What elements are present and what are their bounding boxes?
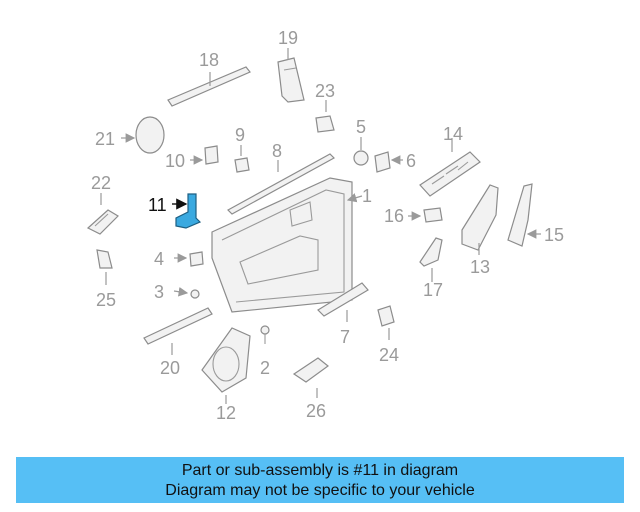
label-16: 16 — [384, 206, 404, 226]
label-18: 18 — [199, 50, 219, 70]
part-25-bracket[interactable]: 25 — [96, 249, 116, 310]
label-22: 22 — [91, 173, 111, 193]
label-20: 20 — [160, 358, 180, 378]
part-4-clip[interactable]: 4 — [154, 249, 204, 269]
label-3: 3 — [154, 282, 164, 302]
part-19-corner-bracket[interactable]: 19 — [277, 28, 305, 103]
label-1: 1 — [362, 186, 372, 206]
label-5: 5 — [356, 117, 366, 137]
label-6: 6 — [406, 151, 416, 171]
part-22-pull-handle[interactable]: 22 — [86, 173, 119, 235]
part-5-knob[interactable]: 5 — [353, 117, 369, 166]
label-17: 17 — [423, 280, 443, 300]
part-24-bracket[interactable]: 24 — [377, 305, 399, 365]
label-9: 9 — [235, 125, 245, 145]
label-21: 21 — [95, 129, 115, 149]
part-3-screw[interactable]: 3 — [154, 282, 200, 302]
part-18-trim-strip[interactable]: 18 — [167, 50, 251, 107]
label-12: 12 — [216, 403, 236, 423]
label-19: 19 — [278, 28, 298, 48]
part-17-cover[interactable]: 17 — [419, 237, 443, 300]
label-11: 11 — [148, 195, 167, 215]
part-26-bracket[interactable]: 26 — [292, 357, 329, 421]
part-20-sill-strip[interactable]: 20 — [143, 307, 213, 378]
part-6-bracket[interactable]: 6 — [374, 151, 416, 173]
label-25: 25 — [96, 290, 116, 310]
label-24: 24 — [379, 345, 399, 365]
part-10-clip[interactable]: 10 — [165, 145, 219, 171]
part-2-screw[interactable]: 2 — [260, 325, 270, 378]
label-2: 2 — [260, 358, 270, 378]
info-banner: Part or sub-assembly is #11 in diagram D… — [16, 457, 624, 503]
part-7-armrest-trim[interactable]: 7 — [317, 282, 369, 347]
label-26: 26 — [306, 401, 326, 421]
part-9-block[interactable]: 9 — [234, 125, 250, 173]
banner-line-1: Part or sub-assembly is #11 in diagram — [181, 462, 459, 479]
parts-diagram: 18 19 23 21 10 9 8 5 — [86, 28, 564, 423]
part-8-belt-strip[interactable]: 8 — [227, 141, 335, 215]
part-23-cap[interactable]: 23 — [315, 81, 335, 133]
label-8: 8 — [272, 141, 282, 161]
part-12-speaker[interactable]: 12 — [201, 327, 251, 423]
label-14: 14 — [443, 124, 463, 144]
label-15: 15 — [544, 225, 564, 245]
part-16-clip[interactable]: 16 — [384, 206, 443, 226]
label-23: 23 — [315, 81, 335, 101]
part-15-trim[interactable]: 15 — [507, 183, 564, 247]
label-4: 4 — [154, 249, 164, 269]
label-13: 13 — [470, 257, 490, 277]
part-11-bracket-highlighted[interactable]: 11 — [148, 193, 202, 229]
label-10: 10 — [165, 151, 185, 171]
label-7: 7 — [340, 327, 350, 347]
part-21-speaker-grille[interactable]: 21 — [95, 116, 165, 154]
part-13-grab-handle[interactable]: 13 — [461, 184, 499, 277]
banner-line-2: Diagram may not be specific to your vehi… — [165, 482, 475, 499]
part-14-switch-panel[interactable]: 14 — [419, 124, 481, 197]
